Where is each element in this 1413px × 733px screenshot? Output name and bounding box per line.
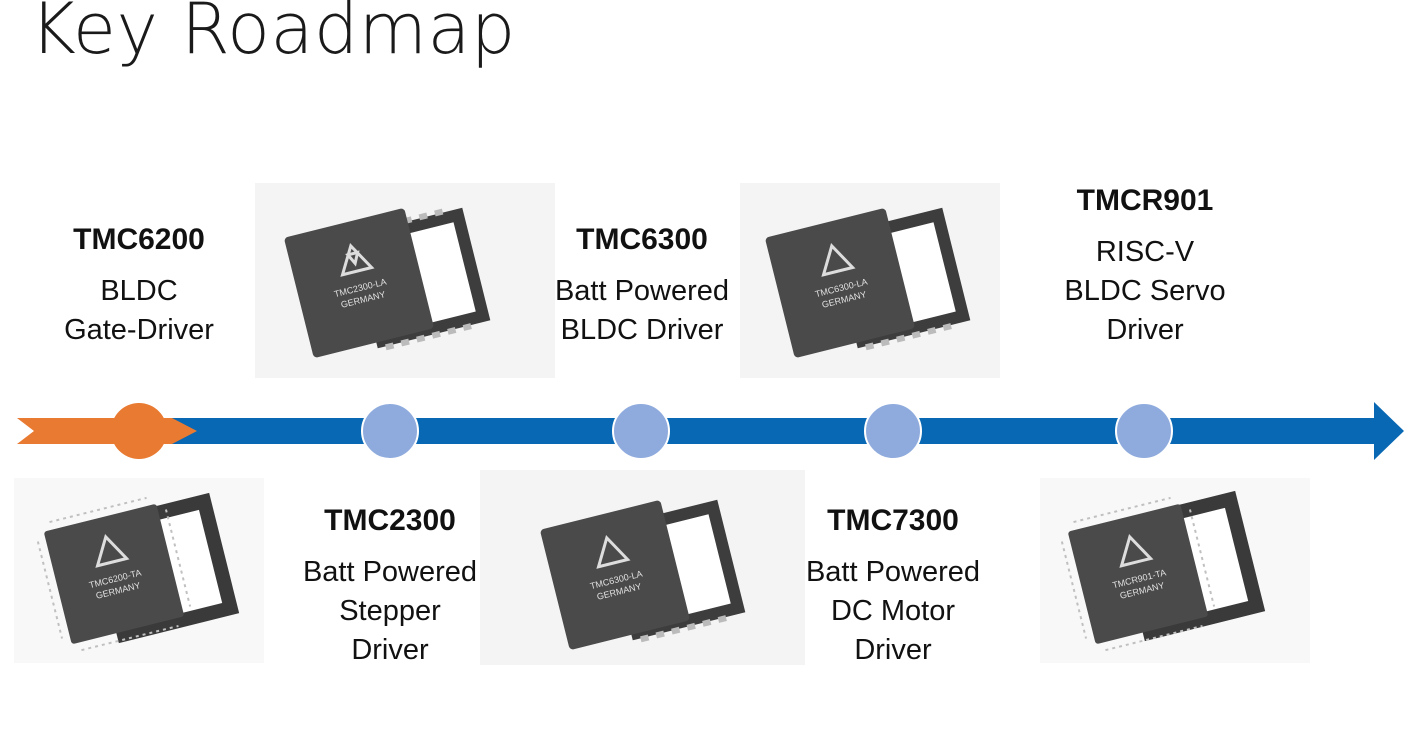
milestone-desc: Batt Powered DC Motor Driver <box>805 556 981 666</box>
current-phase-arrow <box>17 418 197 444</box>
chip-image-tmc2300: TMC2300-LA GERMANY <box>255 183 555 378</box>
milestone-desc: Batt Powered BLDC Driver <box>554 275 730 346</box>
milestone-label-tmc7300: TMC7300 Batt Powered DC Motor Driver <box>773 501 1013 670</box>
milestone-dot-tmc6300 <box>612 402 670 460</box>
milestone-dot-tmc6200 <box>111 403 167 459</box>
milestone-label-tmc6200: TMC6200 BLDC Gate-Driver <box>19 220 259 350</box>
milestone-name: TMC2300 <box>324 504 456 537</box>
milestone-name: TMC6200 <box>73 223 205 256</box>
milestone-desc: Batt Powered Stepper Driver <box>302 556 478 666</box>
milestone-name: TMCR901 <box>1076 184 1214 217</box>
milestone-dot-tmc2300 <box>361 402 419 460</box>
milestone-name: TMC6300 <box>576 223 708 256</box>
milestone-desc: RISC-V BLDC Servo Driver <box>1064 236 1226 346</box>
milestone-label-tmc6300: TMC6300 Batt Powered BLDC Driver <box>522 220 762 350</box>
milestone-dot-tmcr901 <box>1115 402 1173 460</box>
milestone-label-tmc2300: TMC2300 Batt Powered Stepper Driver <box>270 501 510 670</box>
chip-image-tmc6300-top: TMC6300-LA GERMANY <box>740 183 1000 378</box>
milestone-name: TMC7300 <box>827 504 959 537</box>
timeline-arrowhead <box>1374 402 1404 460</box>
timeline-bar <box>160 418 1378 444</box>
milestone-desc: BLDC Gate-Driver <box>64 275 214 346</box>
chip-image-tmc6200: TMC6200-TA GERMANY <box>14 478 264 663</box>
page-title: Key Roadmap <box>30 0 516 70</box>
chip-image-tmc6300-bottom: TMC6300-LA GERMANY <box>480 470 805 665</box>
chip-image-tmcr901: TMCR901-TA GERMANY <box>1040 478 1310 663</box>
milestone-dot-tmc7300 <box>864 402 922 460</box>
milestone-label-tmcr901: TMCR901 RISC-V BLDC Servo Driver <box>1025 181 1265 350</box>
